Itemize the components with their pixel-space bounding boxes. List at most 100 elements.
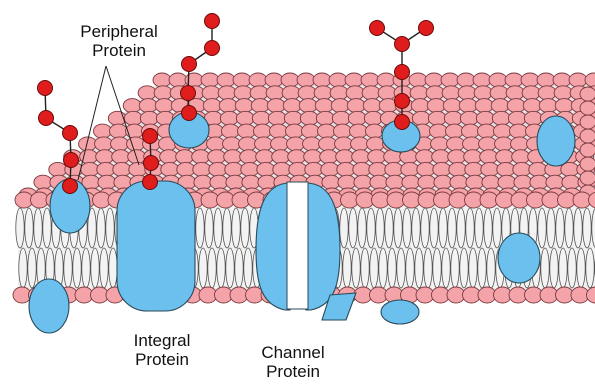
lipid-tail <box>25 208 33 248</box>
lipid-head <box>177 162 195 176</box>
lipid-head <box>236 111 254 125</box>
lipid-head <box>321 162 339 176</box>
lipid-head <box>346 86 364 100</box>
lipid-head <box>154 86 172 100</box>
lipid-head <box>463 137 481 151</box>
lipid-head <box>353 162 371 176</box>
lipid-head <box>461 124 479 138</box>
lipid-head <box>271 137 289 151</box>
lipid-tail <box>430 208 438 248</box>
lipid-head <box>402 175 420 189</box>
lipid-head <box>93 124 111 138</box>
lipid-head <box>140 111 158 125</box>
lipid-head <box>512 150 530 164</box>
lipid-head <box>269 124 287 138</box>
lipid-head <box>365 124 383 138</box>
channel-pore <box>287 182 308 309</box>
lipid-head <box>425 73 443 87</box>
lipid-head <box>491 99 509 113</box>
lipid-head <box>523 99 541 113</box>
lipid-tail <box>106 208 114 248</box>
lipid-head <box>109 124 127 138</box>
lipid-head <box>580 101 595 115</box>
lipid-head <box>449 162 467 176</box>
lipid-head <box>580 129 595 143</box>
lipid-head <box>497 162 515 176</box>
sugar-unit <box>205 41 220 56</box>
lipid-head <box>303 137 321 151</box>
lipid-head <box>505 73 523 87</box>
lipid-tail <box>199 248 207 288</box>
lipid-head <box>34 175 52 189</box>
lipid-tail <box>568 248 576 288</box>
lipid-head <box>459 99 477 113</box>
lipid-head <box>442 86 460 100</box>
lipid-head <box>81 162 99 176</box>
lipid-head <box>418 175 436 189</box>
lipid-head <box>370 175 388 189</box>
lipid-head <box>507 99 525 113</box>
lipid-tail <box>97 208 105 248</box>
lipid-tail <box>223 208 231 248</box>
lipid-head <box>433 162 451 176</box>
lipid-tail <box>217 248 225 288</box>
lipid-head <box>458 86 476 100</box>
lipid-tail <box>358 208 366 248</box>
lipid-head <box>477 124 495 138</box>
lipid-tail <box>16 208 24 248</box>
lipid-head <box>354 175 372 189</box>
channel-protein-label: Channel Protein <box>243 343 343 381</box>
lipid-head <box>493 124 511 138</box>
lipid-head <box>317 124 335 138</box>
lipid-tail <box>28 248 36 288</box>
lipid-head <box>511 137 529 151</box>
lipid-head <box>220 111 238 125</box>
lipid-head <box>428 111 446 125</box>
integral-protein-label-line2: Protein <box>112 350 212 369</box>
lipid-head <box>412 111 430 125</box>
lipid-tail <box>547 208 555 248</box>
lipid-head <box>298 86 316 100</box>
lipid-head <box>176 150 194 164</box>
lipid-tail <box>586 248 594 288</box>
lipid-tail <box>460 248 468 288</box>
lipid-tail <box>466 208 474 248</box>
lipid-tail <box>439 208 447 248</box>
lipid-head <box>234 86 252 100</box>
lipid-head <box>289 162 307 176</box>
lipid-head <box>444 111 462 125</box>
lipid-tail <box>376 208 384 248</box>
lipid-head <box>426 86 444 100</box>
sugar-unit <box>63 126 78 141</box>
lipid-head <box>208 150 226 164</box>
lipid-head <box>209 162 227 176</box>
sugar-unit <box>181 86 196 101</box>
lipid-head <box>297 73 315 87</box>
lipid-head <box>305 162 323 176</box>
sugar-unit <box>419 21 434 36</box>
lipid-tail <box>388 248 396 288</box>
lipid-head <box>281 73 299 87</box>
lipid-head <box>362 86 380 100</box>
lipid-head <box>283 99 301 113</box>
lipid-head <box>352 150 370 164</box>
lipid-head <box>223 137 241 151</box>
lipid-tail <box>226 248 234 288</box>
lipid-head <box>331 99 349 113</box>
lipid-head <box>256 150 274 164</box>
lipid-head <box>266 86 284 100</box>
lipid-tail <box>370 248 378 288</box>
lipid-head <box>385 162 403 176</box>
lipid-head <box>98 175 116 189</box>
lipid-tail <box>433 248 441 288</box>
lipid-head <box>257 162 275 176</box>
lipid-tail <box>361 248 369 288</box>
lipid-head <box>434 175 452 189</box>
lipid-head <box>226 175 244 189</box>
peripheral-protein <box>498 233 540 283</box>
lipid-head <box>580 157 595 171</box>
lipid-tail <box>244 248 252 288</box>
lipid-head <box>219 99 237 113</box>
lipid-head <box>169 73 187 87</box>
